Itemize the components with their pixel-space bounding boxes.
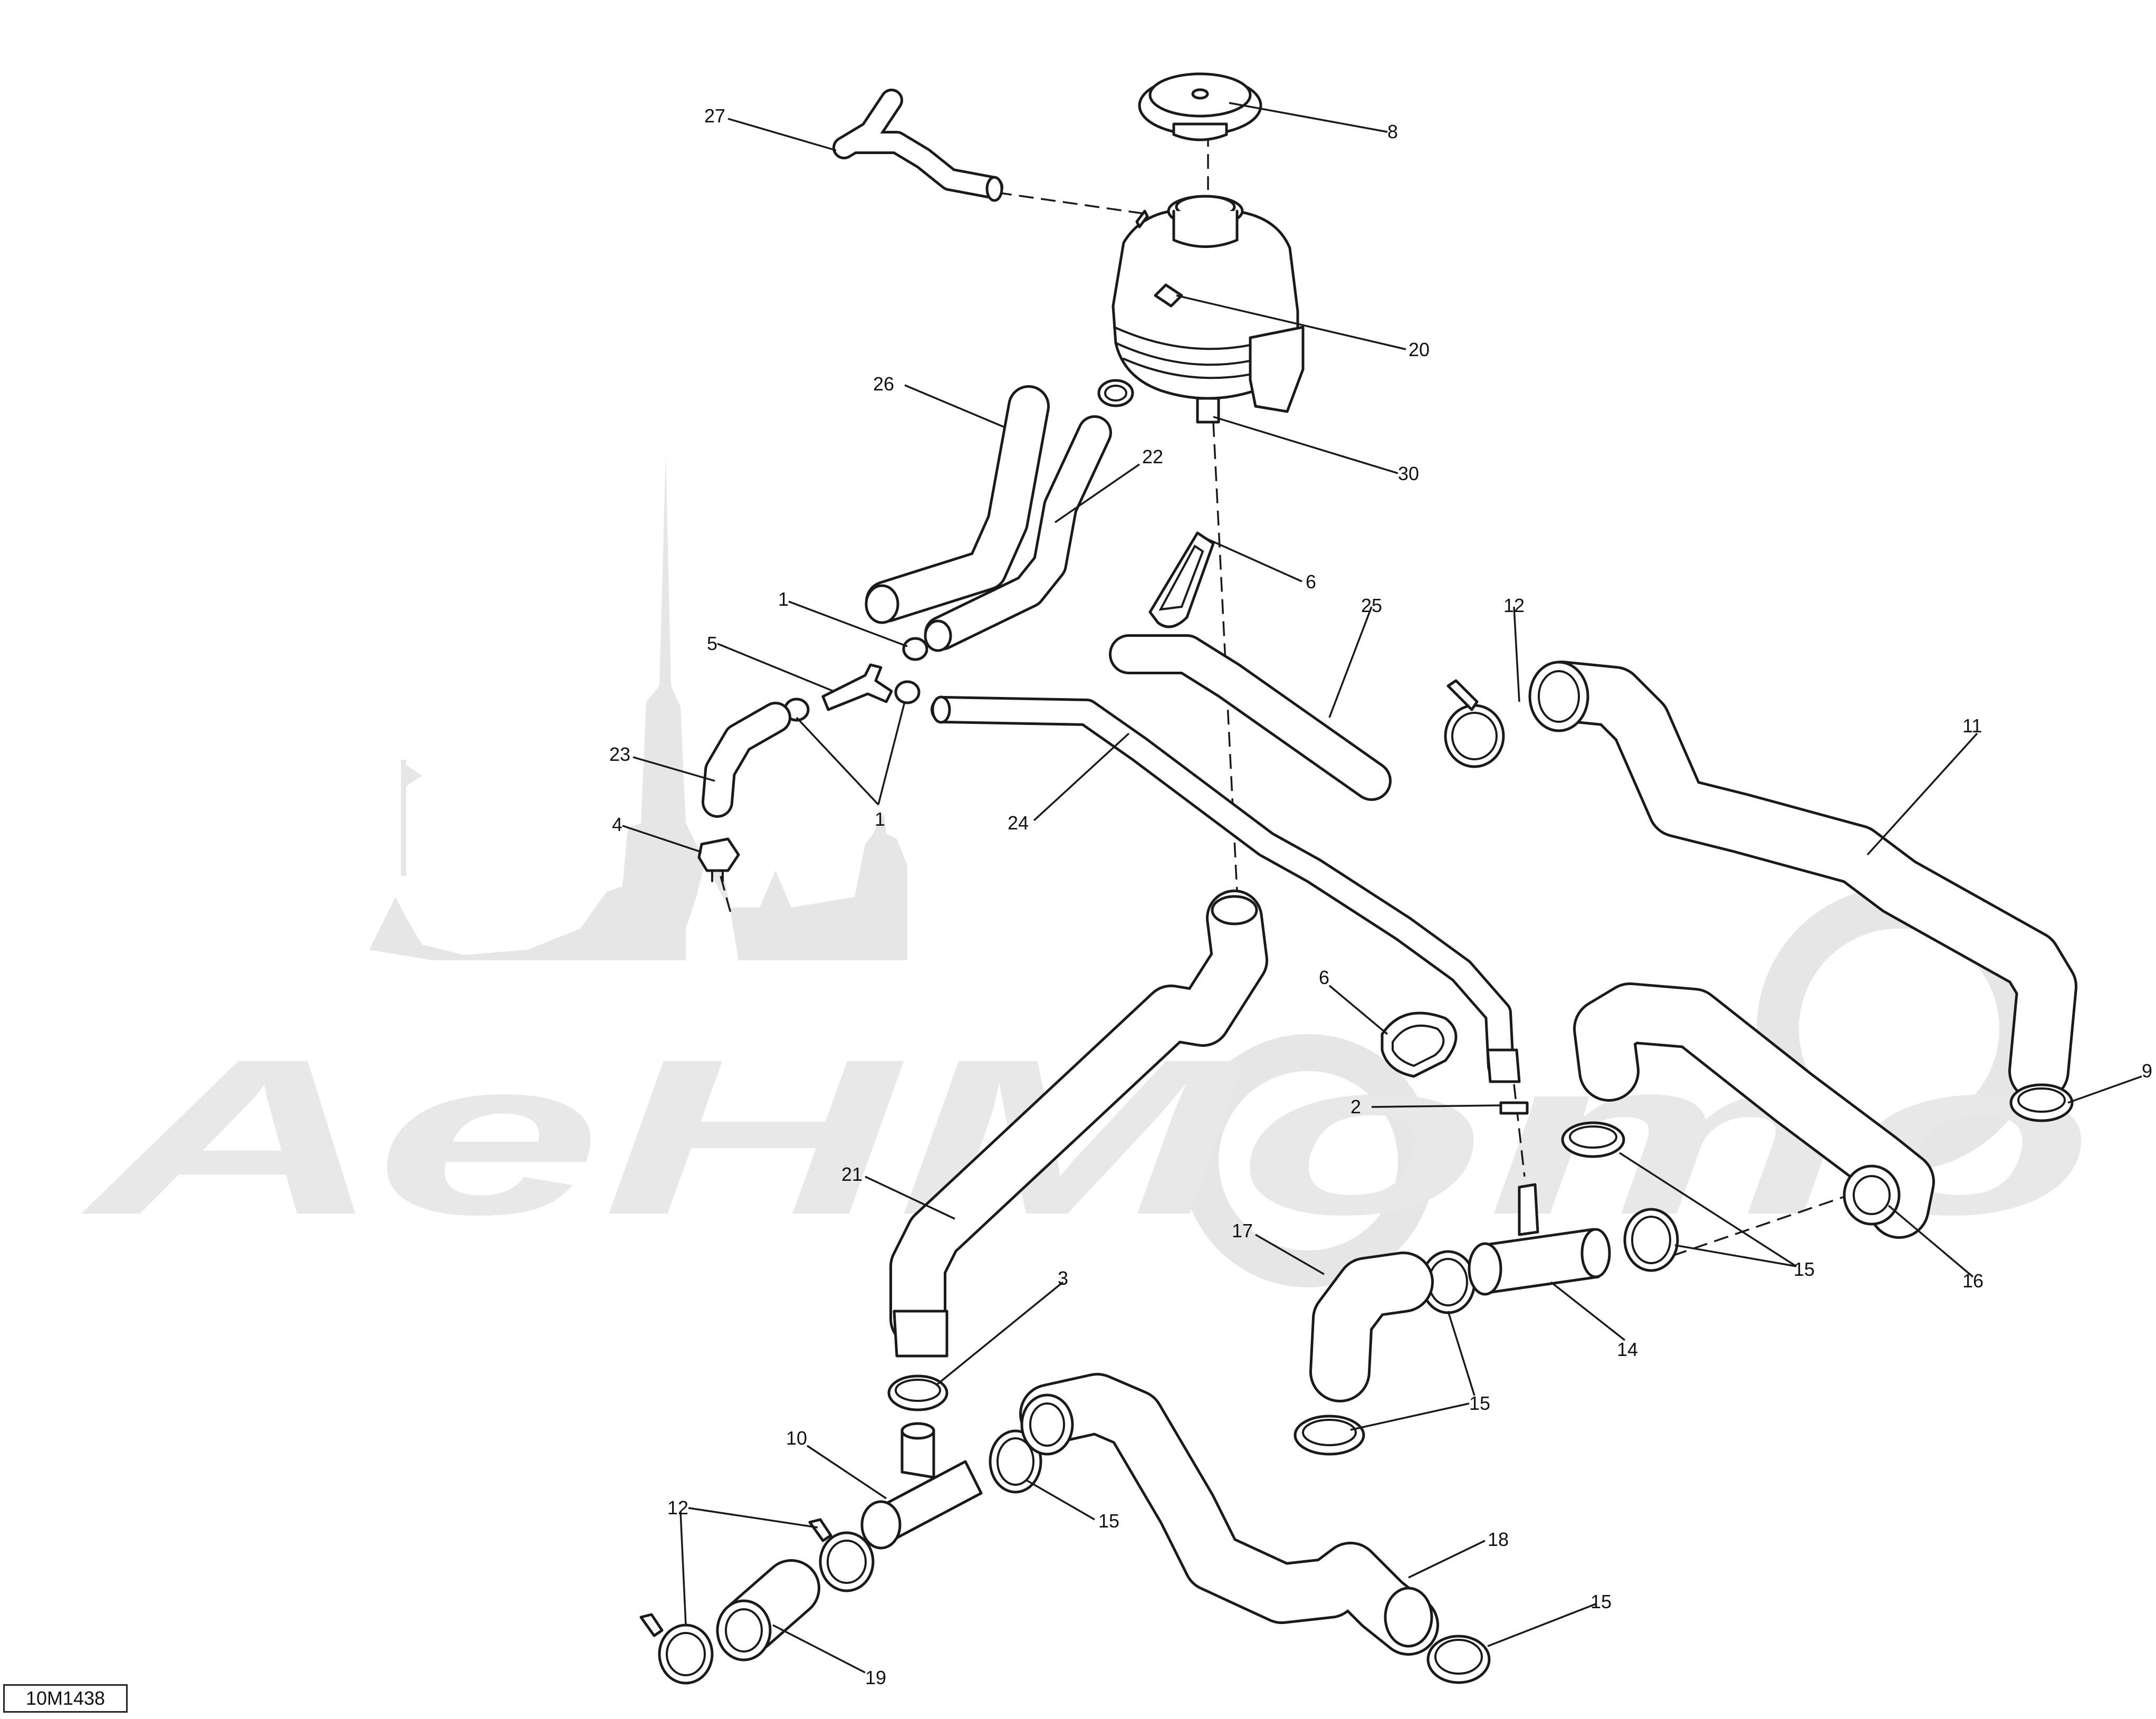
part-27-overflow-tube	[832, 89, 1003, 202]
part-16-hose	[1573, 982, 1935, 1239]
part-clamp-near-tank	[1097, 379, 1134, 407]
callout-15-middle: 15	[1469, 1392, 1490, 1414]
watermark-cathedral-spire	[369, 454, 907, 960]
callout-labels: 27 8 20 26 30 22 6 25 12 1 5 23 1 4 24 1…	[609, 105, 2152, 1688]
part-25-hose	[1109, 634, 1392, 801]
callout-10: 10	[786, 1427, 807, 1449]
callout-23: 23	[609, 743, 630, 765]
callout-11: 11	[1962, 715, 1982, 737]
part-2-connector	[1499, 1101, 1529, 1115]
callout-12-upper: 12	[1503, 595, 1525, 616]
callout-15-left: 15	[1098, 1510, 1119, 1532]
callout-21: 21	[841, 1163, 863, 1185]
part-24-long-hose	[931, 695, 1521, 1083]
part-10-tee-connector	[860, 1422, 983, 1550]
callout-12-lower: 12	[667, 1497, 688, 1519]
watermark-text: АеНМото	[77, 1014, 2094, 1261]
callout-25: 25	[1361, 595, 1382, 616]
callout-19: 19	[865, 1667, 886, 1688]
callout-26: 26	[873, 373, 894, 395]
callout-8: 8	[1387, 121, 1398, 142]
part-1-clamp-a	[902, 637, 928, 661]
callout-30: 30	[1398, 463, 1419, 484]
reference-code-label: 10M1438	[3, 1684, 128, 1713]
callout-22: 22	[1142, 446, 1163, 467]
callout-24: 24	[1008, 812, 1029, 834]
part-12-upper-clamp	[1444, 679, 1505, 768]
part-22-hose	[924, 415, 1112, 652]
callout-16: 16	[1962, 1270, 1983, 1292]
callout-1-upper: 1	[778, 588, 789, 610]
part-9-clamp	[2009, 1083, 2074, 1122]
part-17-elbow-hose	[1309, 1252, 1434, 1402]
callout-18: 18	[1488, 1529, 1509, 1550]
part-1-clamp-b	[894, 680, 921, 704]
part-8-radiator-cap	[1138, 72, 1262, 141]
callout-4: 4	[612, 814, 622, 835]
part-12-lower-clamps	[639, 1518, 875, 1685]
callout-5: 5	[707, 633, 717, 654]
part-15-clamp-d	[1293, 1415, 1365, 1456]
callout-9: 9	[2142, 1060, 2152, 1082]
watermark: АеНМото	[77, 454, 2094, 1287]
part-26-hose	[865, 385, 1050, 624]
leader-lines	[622, 102, 2142, 1674]
part-20-expansion-tank	[1111, 195, 1305, 424]
callout-6-lower: 6	[1319, 967, 1329, 988]
callout-15-bottom: 15	[1590, 1591, 1612, 1612]
callout-17: 17	[1232, 1220, 1253, 1242]
watermark-flag	[401, 760, 422, 876]
callout-3: 3	[1058, 1267, 1068, 1289]
part-6-lower-clamp	[1381, 1011, 1458, 1078]
callout-6-upper: 6	[1306, 571, 1316, 593]
part-14-tee-connector	[1468, 1183, 1611, 1296]
part-21-hose	[889, 890, 1268, 1358]
part-5-tee-fitting	[821, 663, 893, 711]
callout-27: 27	[704, 105, 725, 127]
part-11-hose	[1528, 661, 2077, 1102]
part-15-clamps	[989, 1121, 1679, 1684]
part-4-clip	[697, 837, 740, 872]
callout-15-right: 15	[1794, 1258, 1815, 1280]
part-15-clamp-f	[1426, 1635, 1491, 1684]
part-15-clamp-a	[1561, 1121, 1625, 1158]
part-6-upper-clamp	[1148, 531, 1215, 628]
part-18-hose	[1019, 1373, 1439, 1656]
callout-14: 14	[1617, 1339, 1638, 1360]
callout-2: 2	[1350, 1096, 1361, 1118]
callout-20: 20	[1408, 339, 1430, 360]
small-fittings-group	[697, 637, 928, 882]
callout-1-lower: 1	[875, 808, 885, 830]
part-3-clamp	[887, 1374, 948, 1411]
part-19-hose	[716, 1559, 820, 1661]
